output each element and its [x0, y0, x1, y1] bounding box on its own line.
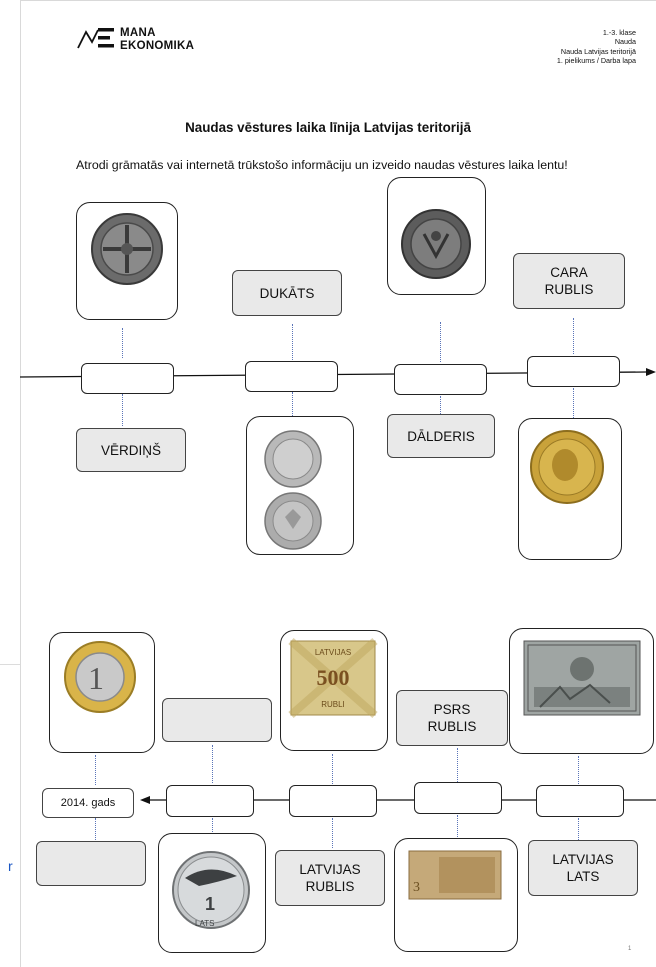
- connector: [212, 745, 213, 783]
- coin-image-box-5: 1: [49, 632, 155, 753]
- empty-label-1[interactable]: [162, 698, 272, 742]
- meta-subject: Nauda: [614, 37, 636, 47]
- connector: [95, 818, 96, 840]
- left-edge-text: r: [8, 858, 13, 874]
- logo: [76, 26, 116, 57]
- connector: [122, 328, 123, 358]
- svg-text:3: 3: [413, 880, 420, 895]
- connector: [457, 748, 458, 782]
- banknote-value: 500: [317, 665, 350, 690]
- left-margin: [0, 0, 20, 966]
- soviet-ruble-banknote-image: 3: [408, 850, 502, 900]
- date-slot-7[interactable]: [414, 782, 502, 814]
- label-latvijas-rublis: LATVIJAS RUBLIS: [275, 850, 385, 906]
- connector: [578, 818, 579, 840]
- meta-topic: Nauda Latvijas teritorijā: [560, 46, 636, 56]
- connector: [95, 755, 96, 785]
- latvian-500-ruble-banknote-image: LATVIJAS 500 RUBLI: [288, 637, 378, 719]
- date-slot-2[interactable]: [245, 361, 338, 392]
- date-slot-5[interactable]: [166, 785, 254, 817]
- label-verdins: VĒRDIŅŠ: [76, 428, 186, 472]
- connector: [578, 756, 579, 784]
- date-slot-4[interactable]: [527, 356, 620, 387]
- logo-line1: MANA: [120, 27, 156, 39]
- one-lats-coin-image: 1 LATS: [172, 851, 250, 929]
- coin-image-box-2: [387, 177, 486, 295]
- date-slot-1[interactable]: [81, 363, 174, 394]
- connector: [212, 818, 213, 832]
- empty-label-2[interactable]: [36, 841, 146, 886]
- date-slot-6[interactable]: [289, 785, 377, 817]
- logo-icon: [77, 28, 114, 49]
- instruction-text: Atrodi grāmatās vai internetā trūkstošo …: [76, 158, 568, 172]
- label-dukats: DUKĀTS: [232, 270, 342, 316]
- thaler-coin-image: [401, 209, 471, 279]
- date-slot-8[interactable]: [536, 785, 624, 817]
- medieval-coin-image: [91, 213, 163, 285]
- latvian-lats-banknote-image: [523, 640, 641, 716]
- banknote-image-box-3: 3: [394, 838, 518, 952]
- connector: [292, 324, 293, 360]
- lats-coin-text: LATS: [195, 919, 214, 928]
- label-psrs-rublis: PSRS RUBLIS: [396, 690, 508, 746]
- label-latvijas-lats: LATVIJAS LATS: [528, 840, 638, 896]
- label-dalderis: DĀLDERIS: [387, 414, 495, 458]
- coin-image-box-4: [518, 418, 622, 560]
- year-label: 2014. gads: [42, 788, 134, 818]
- coin-image-box-1: [76, 202, 178, 320]
- connector: [332, 754, 333, 784]
- meta-appendix: 1. pielikums / Darba lapa: [556, 56, 636, 66]
- tsar-ruble-coin-image: [530, 430, 604, 504]
- connector: [292, 392, 293, 416]
- header-meta: 1.-3. klase Nauda Nauda Latvijas teritor…: [436, 28, 636, 66]
- banknote-image-box-1: LATVIJAS 500 RUBLI: [280, 630, 388, 751]
- lats-coin-number: 1: [205, 894, 215, 914]
- connector: [457, 815, 458, 837]
- connector: [440, 396, 441, 414]
- page-title: Naudas vēstures laika līnija Latvijas te…: [185, 120, 471, 135]
- connector: [573, 388, 574, 418]
- coin-image-box-6: 1 LATS: [158, 833, 266, 953]
- banknote-image-box-2: [509, 628, 654, 754]
- euro-coin-image: 1: [64, 641, 136, 713]
- left-divider: [0, 664, 20, 665]
- meta-grade: 1.-3. klase: [602, 28, 636, 37]
- connector: [122, 394, 123, 426]
- banknote-bottom-text: RUBLI: [321, 700, 345, 709]
- connector: [332, 818, 333, 848]
- ducat-coins-image: [264, 430, 322, 550]
- banknote-top-text: LATVIJAS: [315, 648, 351, 657]
- label-cara-rublis: CARA RUBLIS: [513, 253, 625, 309]
- logo-line2: EKONOMIKA: [120, 40, 195, 52]
- connector: [573, 318, 574, 354]
- euro-coin-number: 1: [88, 660, 104, 696]
- logo-text: MANA EKONOMIKA: [120, 27, 194, 53]
- date-slot-3[interactable]: [394, 364, 487, 395]
- coin-image-box-3: [246, 416, 354, 555]
- page-number: 1: [628, 946, 632, 952]
- connector: [440, 322, 441, 362]
